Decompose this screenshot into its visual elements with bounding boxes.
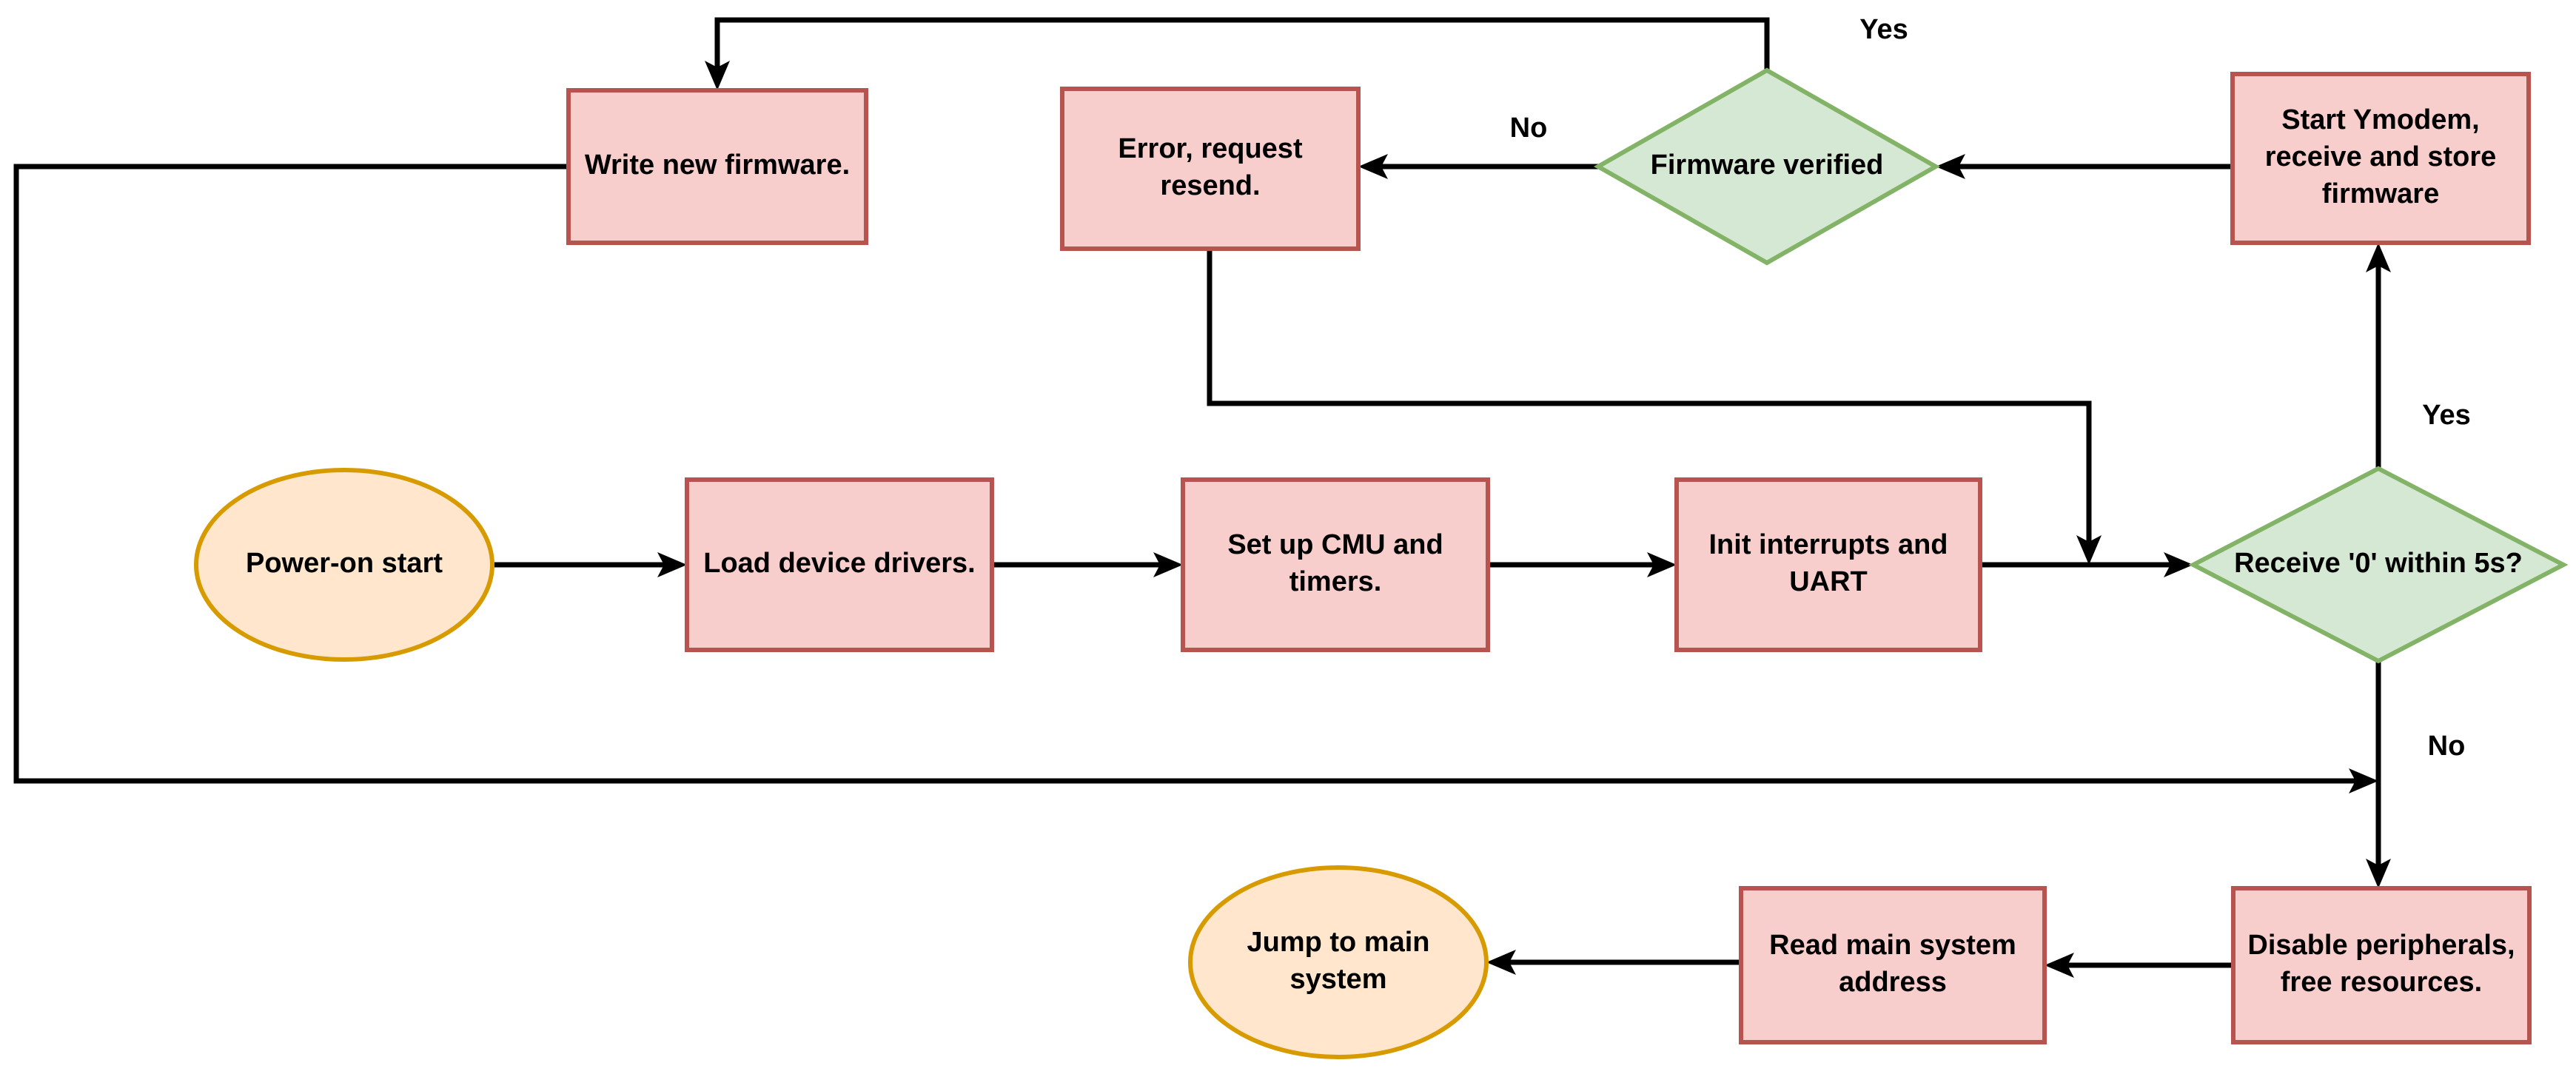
terminal-ellipse[interactable] bbox=[1188, 865, 1489, 1059]
edge-label-edge-receive-yes-to-start-ymodem: Yes bbox=[2422, 400, 2471, 431]
process-box[interactable] bbox=[2230, 72, 2531, 245]
edge-edge-init-interrupts-to-receive-decision bbox=[1980, 552, 2193, 577]
edge-label-edge-receive-no-to-disable-peripherals: No bbox=[2428, 731, 2466, 762]
edge-label-edge-firmware-verified-yes-to-write-firmware: Yes bbox=[1859, 14, 1908, 45]
edge-edge-read-address-to-jump-main bbox=[1486, 950, 1741, 975]
process-box[interactable] bbox=[1674, 477, 1982, 652]
node-load-device-drivers[interactable]: Load device drivers. bbox=[685, 477, 994, 652]
terminal-ellipse[interactable] bbox=[194, 468, 494, 662]
edges-layer bbox=[13, 17, 2391, 978]
node-write-new-firmware[interactable]: Write new firmware. bbox=[566, 88, 868, 245]
arrowhead-icon bbox=[2349, 768, 2378, 794]
process-box[interactable] bbox=[2231, 886, 2532, 1044]
arrowhead-icon bbox=[1936, 154, 1965, 179]
process-box[interactable] bbox=[685, 477, 994, 652]
edge-path bbox=[13, 164, 2358, 784]
process-box[interactable] bbox=[1181, 477, 1490, 652]
arrowhead-icon bbox=[657, 552, 687, 577]
edge-label-edge-firmware-verified-no-to-error: No bbox=[1510, 113, 1548, 144]
arrowhead-icon bbox=[2045, 953, 2074, 978]
arrowhead-icon bbox=[1358, 154, 1388, 179]
edge-edge-cmu-to-init-interrupts bbox=[1488, 552, 1677, 577]
decision-diamond[interactable] bbox=[2188, 466, 2569, 664]
arrowhead-icon bbox=[1153, 552, 1183, 577]
node-disable-peripherals[interactable]: Disable peripherals,free resources. bbox=[2231, 886, 2532, 1044]
arrowhead-icon bbox=[2076, 535, 2102, 565]
arrowhead-icon bbox=[705, 61, 730, 90]
edge-edge-load-drivers-to-cmu bbox=[992, 552, 1183, 577]
node-receive-zero-within-5s[interactable]: Receive '0' within 5s? bbox=[2188, 466, 2569, 664]
edge-edge-firmware-verified-yes-to-write-firmware bbox=[705, 17, 1770, 90]
node-firmware-verified[interactable]: Firmware verified bbox=[1593, 67, 1941, 266]
edge-edge-receive-no-to-disable-peripherals bbox=[2366, 661, 2391, 888]
decision-diamond[interactable] bbox=[1593, 67, 1941, 266]
arrowhead-icon bbox=[2164, 552, 2193, 577]
arrowhead-icon bbox=[1647, 552, 1677, 577]
edge-path bbox=[714, 17, 1770, 70]
edge-edge-firmware-verified-no-to-error bbox=[1358, 154, 1598, 179]
process-box[interactable] bbox=[566, 88, 868, 245]
edge-edge-start-ymodem-to-firmware-verified bbox=[1936, 154, 2233, 179]
edge-edge-receive-yes-to-start-ymodem bbox=[2366, 243, 2391, 469]
edge-edge-power-on-to-load-drivers bbox=[494, 552, 687, 577]
edge-edge-error-to-receive-decision bbox=[1207, 249, 2102, 565]
process-box[interactable] bbox=[1739, 886, 2047, 1044]
node-power-on-start[interactable]: Power-on start bbox=[194, 468, 494, 662]
arrowhead-icon bbox=[1486, 950, 1516, 975]
arrowhead-icon bbox=[2366, 243, 2391, 272]
edge-path bbox=[1207, 249, 2092, 545]
arrowhead-icon bbox=[2366, 859, 2391, 888]
edge-edge-disable-peripherals-to-read-address bbox=[2045, 953, 2233, 978]
process-box[interactable] bbox=[1060, 87, 1361, 251]
edge-edge-write-firmware-loop-back bbox=[13, 164, 2378, 794]
